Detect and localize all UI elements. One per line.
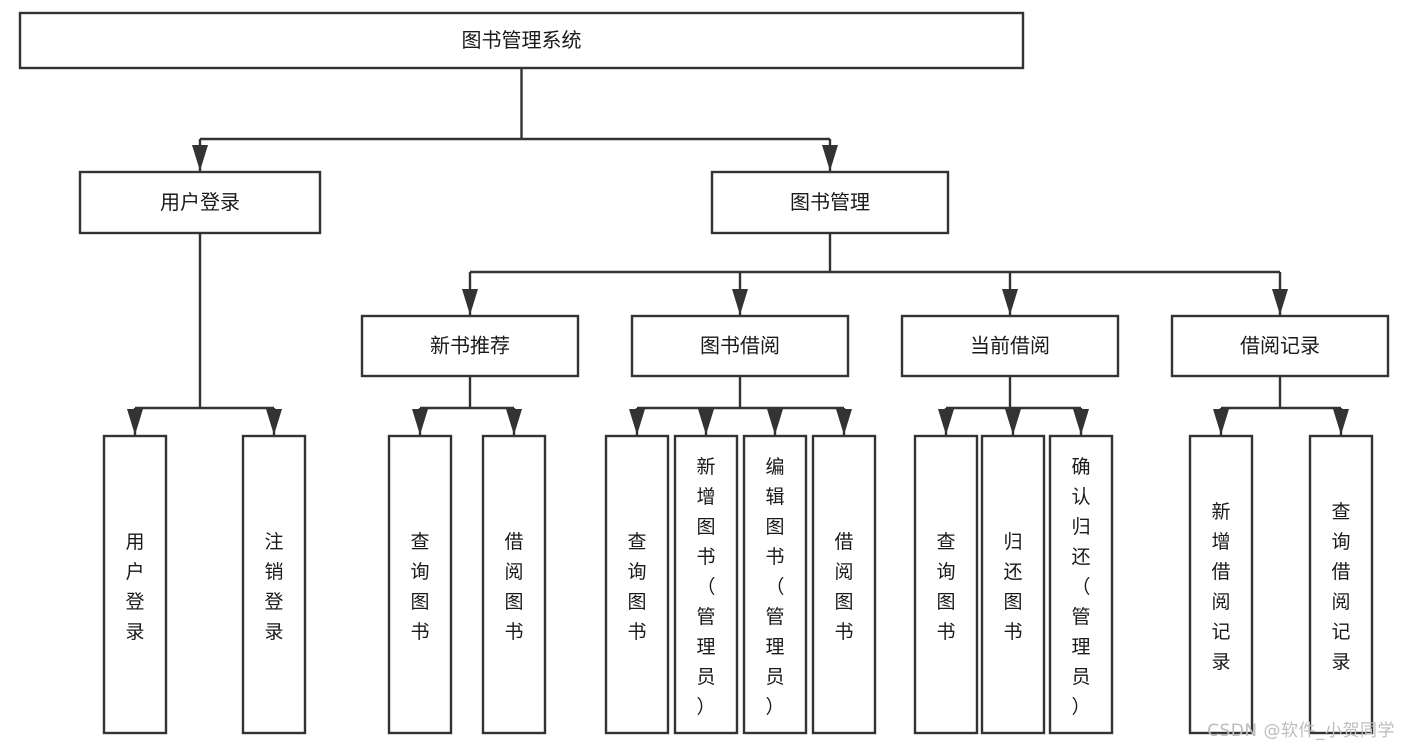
node-leaf-edit-book-admin[interactable]: 编辑图书（管理员）	[742, 434, 808, 735]
node-current-borrow[interactable]: 当前借阅	[900, 314, 1120, 378]
node-box-leaf-query-borrow-record[interactable]	[1308, 434, 1374, 735]
arrow-head-icon	[1002, 289, 1018, 315]
arrow-head-icon	[822, 145, 838, 171]
node-box-borrow-record[interactable]	[1170, 314, 1390, 378]
node-leaf-query-book-rec[interactable]: 查询图书	[387, 434, 453, 735]
node-box-current-borrow[interactable]	[900, 314, 1120, 378]
node-label-current-borrow: 当前借阅	[970, 334, 1050, 358]
node-box-leaf-confirm-return-admin[interactable]	[1048, 434, 1114, 735]
node-box-leaf-borrow-book[interactable]	[811, 434, 877, 735]
node-label-leaf-borrow-book-rec: 借阅图书	[504, 531, 523, 643]
node-box-leaf-edit-book-admin[interactable]	[742, 434, 808, 735]
node-label-leaf-query-book-borrow: 查询图书	[627, 531, 646, 643]
arrow-head-icon	[1333, 409, 1349, 435]
node-book-borrow[interactable]: 图书借阅	[630, 314, 850, 378]
node-box-leaf-add-book-admin[interactable]	[673, 434, 739, 735]
arrow-head-icon	[266, 409, 282, 435]
node-leaf-user-logout[interactable]: 注销登录	[241, 434, 307, 735]
node-label-user-login: 用户登录	[160, 190, 240, 214]
node-box-leaf-user-logout[interactable]	[241, 434, 307, 735]
node-leaf-return-book[interactable]: 归还图书	[980, 434, 1046, 735]
arrow-head-icon	[192, 145, 208, 171]
node-box-leaf-query-book-rec[interactable]	[387, 434, 453, 735]
node-leaf-confirm-return-admin[interactable]: 确认归还（管理员）	[1048, 434, 1114, 735]
node-label-new-book-recommend: 新书推荐	[430, 334, 510, 358]
node-label-root: 图书管理系统	[462, 28, 582, 52]
arrow-head-icon	[1272, 289, 1288, 315]
node-user-login[interactable]: 用户登录	[78, 170, 322, 235]
arrow-head-icon	[698, 409, 714, 435]
node-leaf-borrow-book-rec[interactable]: 借阅图书	[481, 434, 547, 735]
node-box-leaf-add-borrow-record[interactable]	[1188, 434, 1254, 735]
node-leaf-query-book-borrow[interactable]: 查询图书	[604, 434, 670, 735]
arrow-head-icon	[462, 289, 478, 315]
node-leaf-add-book-admin[interactable]: 新增图书（管理员）	[673, 434, 739, 735]
node-box-leaf-return-book[interactable]	[980, 434, 1046, 735]
node-box-leaf-query-book-borrow[interactable]	[604, 434, 670, 735]
node-box-book-manage[interactable]	[710, 170, 950, 235]
node-label-leaf-query-book-rec: 查询图书	[410, 531, 429, 643]
node-box-new-book-recommend[interactable]	[360, 314, 580, 378]
node-box-book-borrow[interactable]	[630, 314, 850, 378]
node-label-leaf-return-book: 归还图书	[1003, 531, 1022, 643]
arrow-head-icon	[732, 289, 748, 315]
arrow-head-icon	[506, 409, 522, 435]
arrow-head-icon	[629, 409, 645, 435]
node-label-leaf-user-login: 用户登录	[125, 531, 144, 643]
node-label-leaf-user-logout: 注销登录	[264, 531, 283, 643]
node-leaf-user-login[interactable]: 用户登录	[102, 434, 168, 735]
node-box-leaf-borrow-book-rec[interactable]	[481, 434, 547, 735]
arrow-head-icon	[1005, 409, 1021, 435]
csdn-watermark: CSDN @软件_小贺同学	[1207, 721, 1395, 741]
arrow-head-icon	[836, 409, 852, 435]
node-label-leaf-confirm-return-admin: 确认归还（管理员）	[1071, 456, 1090, 718]
node-label-borrow-record: 借阅记录	[1240, 334, 1320, 358]
arrow-head-icon	[127, 409, 143, 435]
node-label-book-manage: 图书管理	[790, 190, 870, 214]
nodes-layer: 图书管理系统用户登录图书管理新书推荐图书借阅当前借阅借阅记录用户登录注销登录查询…	[18, 11, 1390, 735]
node-label-leaf-add-book-admin: 新增图书（管理员）	[696, 456, 715, 718]
node-leaf-query-book-current[interactable]: 查询图书	[913, 434, 979, 735]
node-box-leaf-query-book-current[interactable]	[913, 434, 979, 735]
arrow-head-icon	[938, 409, 954, 435]
node-box-user-login[interactable]	[78, 170, 322, 235]
arrow-head-icon	[1213, 409, 1229, 435]
arrow-head-icon	[1073, 409, 1089, 435]
node-book-manage[interactable]: 图书管理	[710, 170, 950, 235]
node-label-leaf-borrow-book: 借阅图书	[834, 531, 853, 643]
node-label-leaf-query-borrow-record: 查询借阅记录	[1331, 501, 1350, 673]
connectors-layer	[127, 68, 1349, 435]
node-label-leaf-edit-book-admin: 编辑图书（管理员）	[765, 456, 784, 718]
node-leaf-add-borrow-record[interactable]: 新增借阅记录	[1188, 434, 1254, 735]
node-label-leaf-add-borrow-record: 新增借阅记录	[1211, 501, 1230, 673]
node-box-leaf-user-login[interactable]	[102, 434, 168, 735]
node-box-root[interactable]	[18, 11, 1025, 70]
node-leaf-query-borrow-record[interactable]: 查询借阅记录	[1308, 434, 1374, 735]
node-label-book-borrow: 图书借阅	[700, 334, 780, 358]
node-new-book-recommend[interactable]: 新书推荐	[360, 314, 580, 378]
node-label-leaf-query-book-current: 查询图书	[936, 531, 955, 643]
node-root[interactable]: 图书管理系统	[18, 11, 1025, 70]
node-leaf-borrow-book[interactable]: 借阅图书	[811, 434, 877, 735]
node-borrow-record[interactable]: 借阅记录	[1170, 314, 1390, 378]
arrow-head-icon	[767, 409, 783, 435]
arrow-head-icon	[412, 409, 428, 435]
